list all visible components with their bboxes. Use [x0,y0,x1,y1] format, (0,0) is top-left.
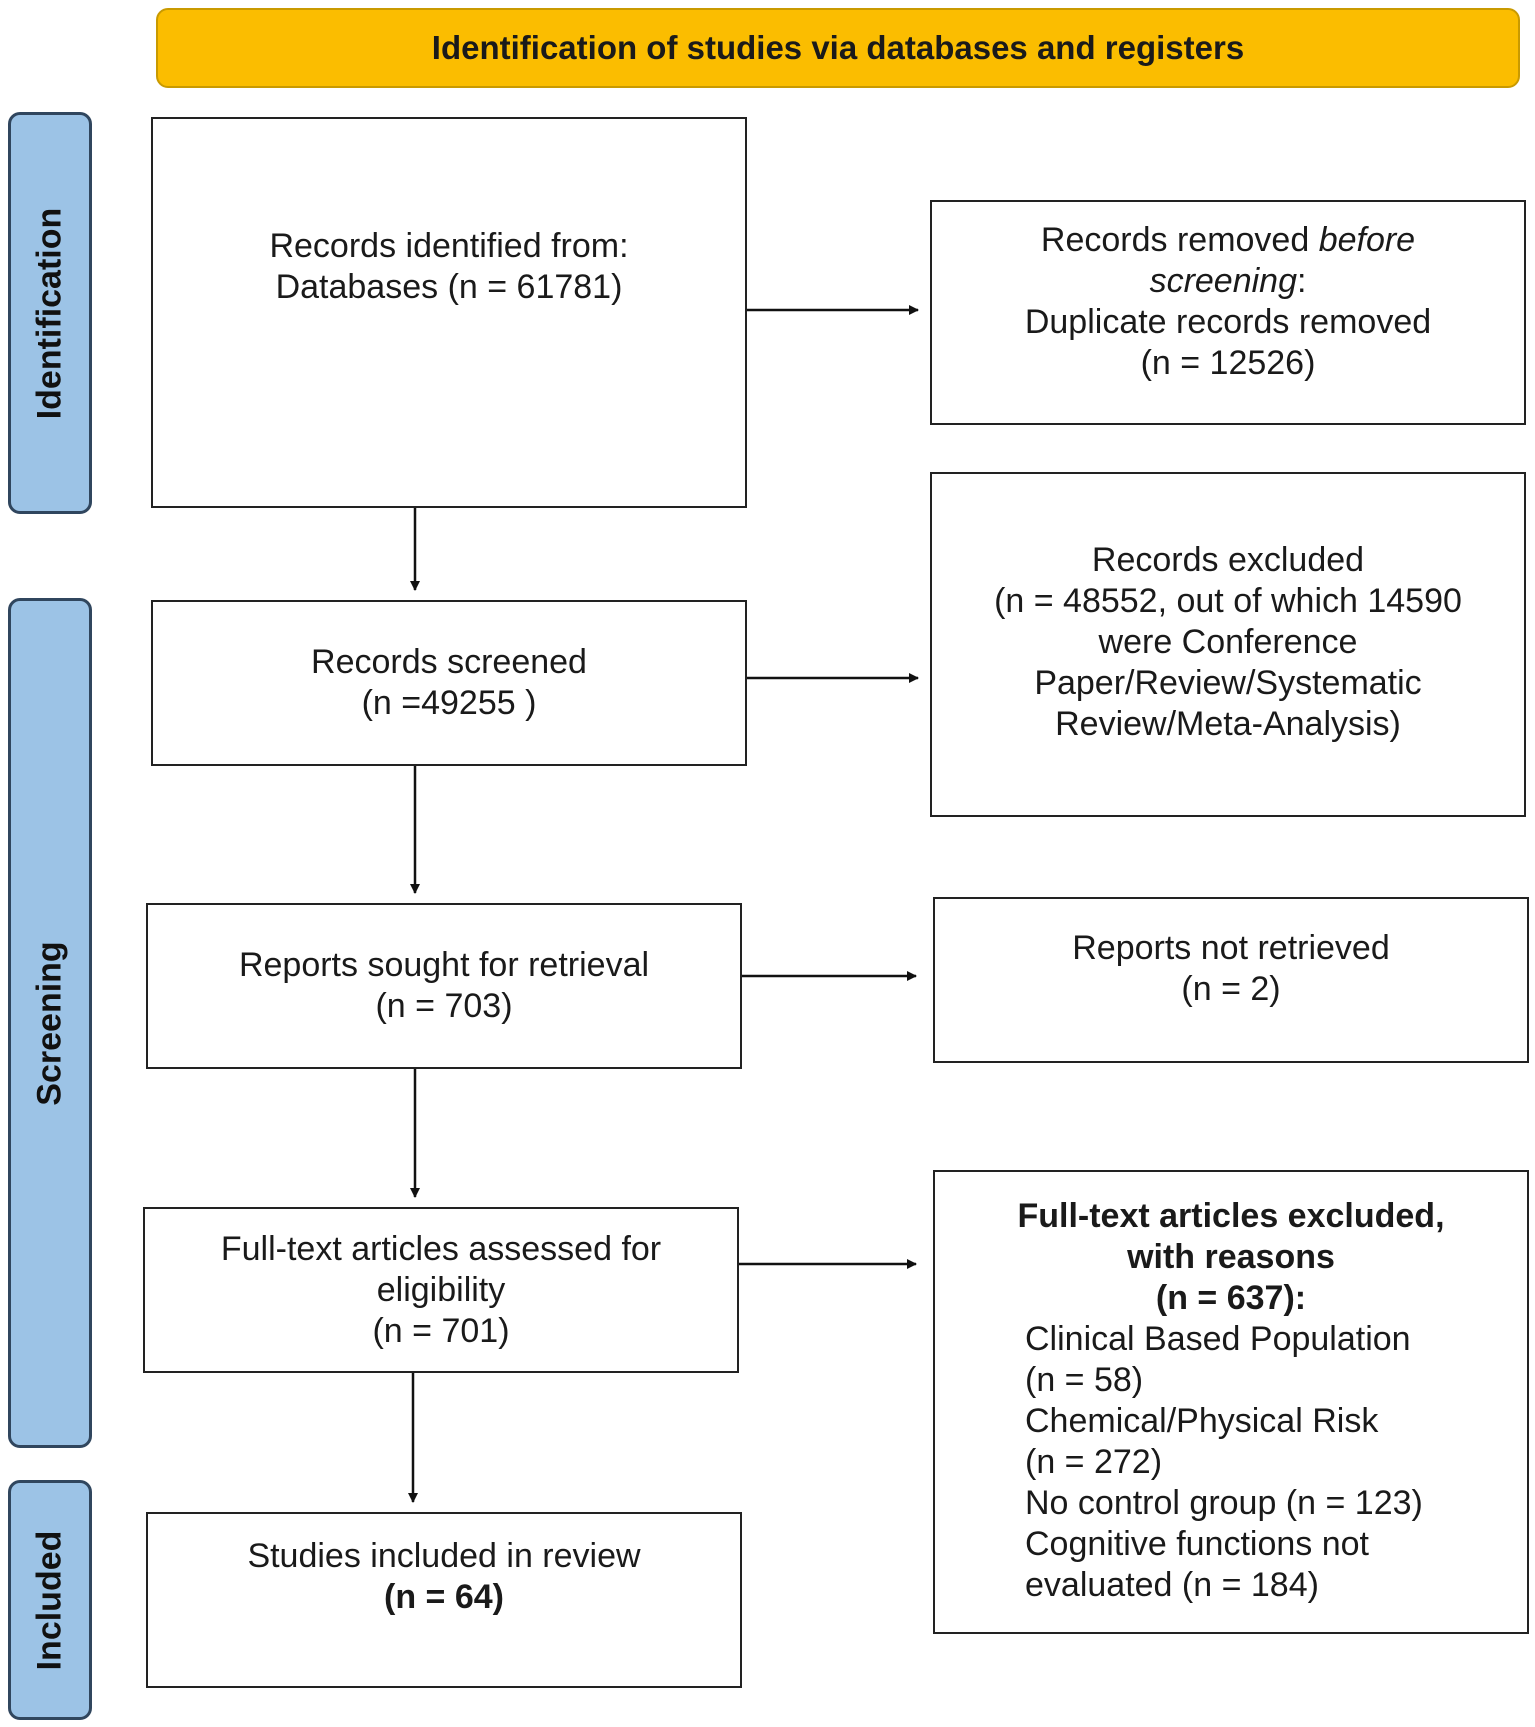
fulltext-excluded-box: Full-text articles excluded, with reason… [933,1170,1529,1634]
records-excluded-box: Records excluded (n = 48552, out of whic… [930,472,1526,817]
exclusion-reason: evaluated (n = 184) [1025,1566,1319,1604]
reports-sought-line1: Reports sought for retrieval [238,946,650,984]
records-removed-line4: (n = 12526) [1140,343,1316,382]
fulltext-assessed-line2: eligibility [376,1270,506,1309]
phase-included: Included [8,1480,92,1720]
reports-sought-line2: (n = 703) [375,987,513,1025]
studies-included-count: (n = 64) [384,1578,504,1616]
reports-not-retrieved-box: Reports not retrieved (n = 2) [933,897,1529,1063]
records-screened-line2: (n =49255 ) [361,684,537,722]
exclusion-reason: Cognitive functions not [1025,1525,1369,1563]
exclusion-reason: (n = 272) [1025,1443,1163,1481]
records-identified-box: Records identified from: Databases (n = … [151,117,747,508]
records-screened-box: Records screened (n =49255 ) [151,600,747,766]
header-title: Identification of studies via databases … [431,29,1245,66]
exclusion-reason: Clinical Based Population [1025,1320,1411,1358]
fulltext-excluded-title2: with reasons [1127,1238,1335,1276]
exclusion-reason: Chemical/Physical Risk [1025,1402,1379,1440]
records-screened-line1: Records screened [311,643,587,681]
fulltext-assessed-line3: (n = 701) [372,1311,510,1350]
records-removed-italic-screening: screening [1149,261,1297,300]
records-removed-suffix: : [1296,261,1307,300]
records-excluded-line5: Review/Meta-Analysis) [1055,705,1401,743]
fulltext-assessed-box: Full-text articles assessed for eligibil… [143,1207,739,1373]
records-excluded-line1: Records excluded [1091,541,1365,579]
records-removed-prefix: Records removed [1040,220,1319,259]
records-identified-line2: Databases (n = 61781) [275,267,623,306]
exclusion-reason: (n = 58) [1025,1361,1144,1399]
studies-included-line1: Studies included in review [247,1537,641,1575]
reports-not-retrieved-line1: Reports not retrieved [1072,929,1390,967]
fulltext-excluded-title1: Full-text articles excluded, [1017,1197,1445,1235]
header-banner: Identification of studies via databases … [156,8,1520,88]
records-removed-italic-before: before [1318,220,1416,259]
fulltext-excluded-title3: (n = 637): [1155,1279,1307,1317]
records-identified-line1: Records identified from: [269,226,629,265]
studies-included-box: Studies included in review (n = 64) [146,1512,742,1688]
records-removed-line2: screening: [1150,261,1307,302]
records-excluded-line2: (n = 48552, out of which 14590 [994,582,1462,620]
reports-not-retrieved-line2: (n = 2) [1181,970,1281,1008]
records-removed-box: Records removed before screening: Duplic… [930,200,1526,425]
records-removed-line3: Duplicate records removed [1024,302,1432,341]
records-removed-line1: Records removed before [1041,220,1415,261]
phase-identification: Identification [8,112,92,514]
records-excluded-line3: were Conference [1098,623,1358,661]
reports-sought-box: Reports sought for retrieval (n = 703) [146,903,742,1069]
phase-screening: Screening [8,598,92,1448]
fulltext-assessed-line1: Full-text articles assessed for [220,1229,662,1268]
records-excluded-line4: Paper/Review/Systematic [1034,664,1422,702]
exclusion-reason: No control group (n = 123) [1025,1484,1423,1522]
